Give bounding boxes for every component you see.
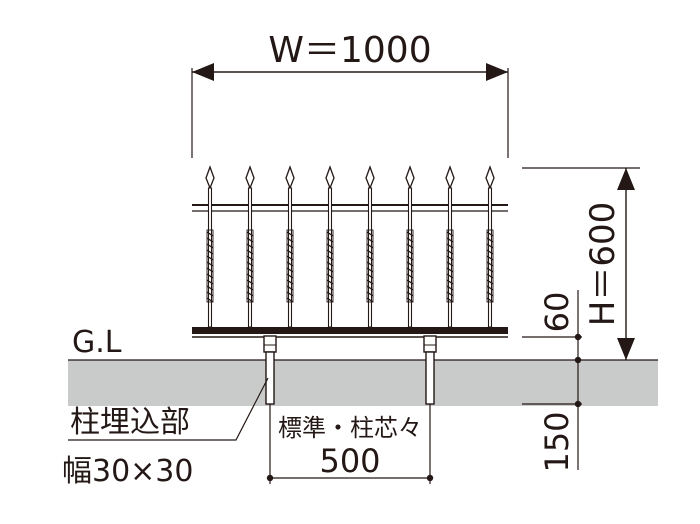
fence — [192, 165, 508, 338]
height-dimension — [522, 167, 640, 360]
picket — [325, 165, 335, 328]
picket — [365, 165, 375, 328]
picket — [205, 165, 215, 328]
picket — [245, 165, 255, 328]
embed-depth-label: 150 — [538, 411, 576, 472]
picket — [285, 165, 295, 328]
ground-line-label: G.L — [72, 325, 122, 360]
pitch-caption: 標準・柱芯々 — [278, 414, 422, 442]
picket — [445, 165, 455, 328]
width-dimension — [191, 63, 509, 158]
clearance-label: 60 — [538, 292, 576, 333]
width-label: W＝1000 — [268, 30, 431, 71]
picket — [485, 165, 495, 328]
pitch-value: 500 — [319, 442, 380, 480]
post-left — [263, 335, 277, 405]
height-label: H＝600 — [583, 202, 623, 326]
picket — [405, 165, 415, 328]
embed-title: 柱埋込部 — [70, 405, 190, 440]
bottom-rail — [192, 327, 508, 334]
pitch-dimension — [266, 404, 434, 484]
ground-area — [68, 360, 658, 406]
embed-size: 幅30×30 — [62, 454, 193, 489]
embed-callout — [68, 377, 269, 441]
depth-dimension — [522, 290, 582, 470]
post-right — [423, 335, 437, 405]
